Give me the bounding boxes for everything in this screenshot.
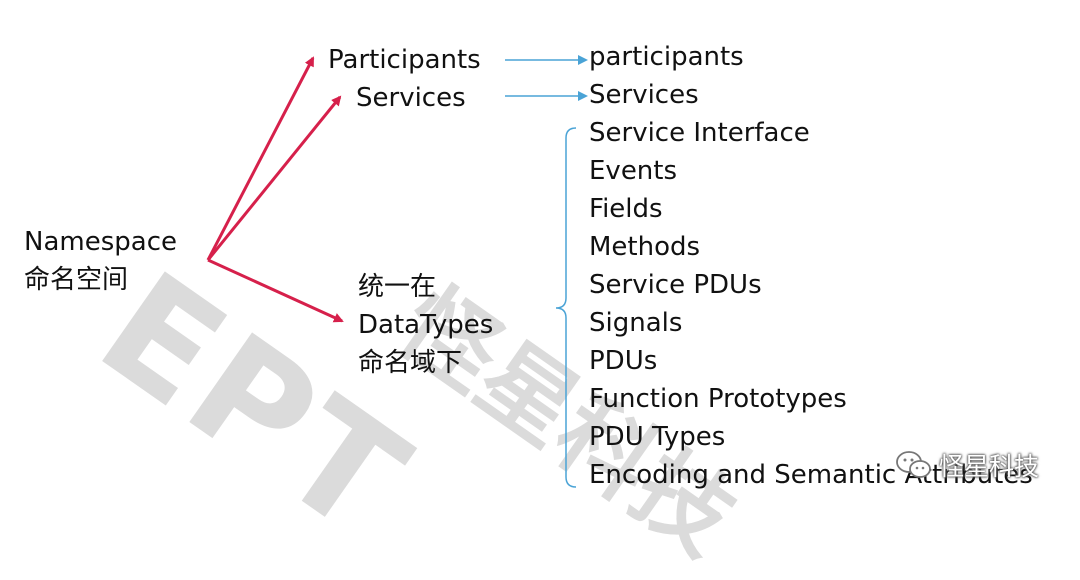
services-target: Services (589, 80, 699, 110)
participants-label: Participants (328, 45, 481, 75)
unified-note-line-1: 统一在 (358, 272, 437, 302)
datatypes-brace (555, 127, 577, 488)
datatype-item: PDUs (589, 346, 658, 376)
arrow-to-datatypes (207, 258, 344, 323)
connector-layer (206, 55, 588, 488)
datatype-item: Methods (589, 232, 701, 262)
datatype-item: Events (589, 156, 678, 186)
unified-note-line-3: 命名域下 (358, 348, 463, 378)
namespace-label: Namespace (24, 227, 177, 257)
brand-watermark: 怪星科技 (895, 447, 1039, 483)
arrow-to-services (206, 95, 342, 261)
wechat-icon (896, 451, 931, 478)
datatype-item: Signals (589, 308, 683, 338)
participants-target: participants (589, 42, 744, 72)
datatype-item: PDU Types (589, 422, 726, 452)
namespace-label-cn: 命名空间 (24, 265, 129, 295)
services-label: Services (356, 83, 466, 113)
datatype-item: Encoding and Semantic Attributes (589, 460, 1033, 490)
arrow-to-participants (206, 56, 315, 261)
datatype-item: Service PDUs (589, 270, 762, 300)
diagram-canvas: EPT 怪星科技 Namespace 命名空间 Participants Ser… (24, 42, 1039, 576)
datatype-item: Service Interface (589, 118, 810, 148)
datatype-item: Function Prototypes (589, 384, 847, 414)
brand-name: 怪星科技 (939, 452, 1040, 481)
datatype-item: Fields (589, 194, 663, 224)
unified-note-line-2: DataTypes (358, 310, 494, 340)
